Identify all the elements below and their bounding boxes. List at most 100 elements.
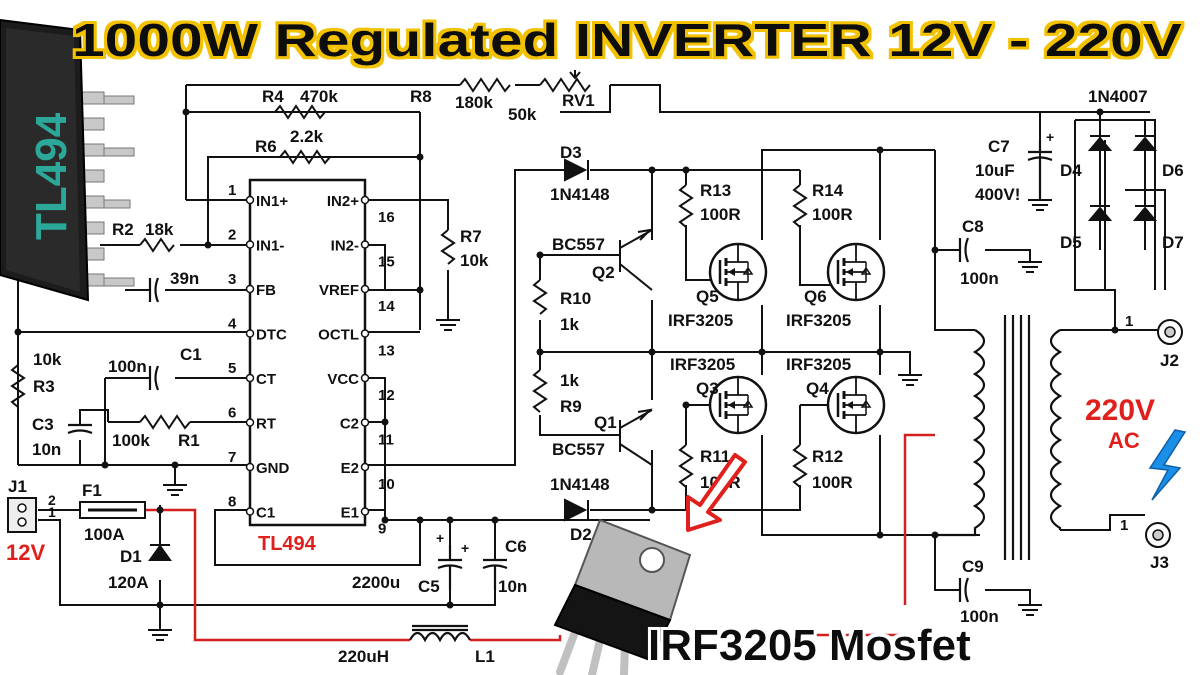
ic-pin-name: IN1- xyxy=(256,238,284,255)
r14-ref: R14 xyxy=(812,181,844,200)
r3-ref: R3 xyxy=(33,377,55,396)
ic-pin-number: 12 xyxy=(378,387,395,404)
d2-ref: D2 xyxy=(570,525,592,544)
q5-ref: Q5 xyxy=(696,287,719,306)
ground-icon xyxy=(898,374,922,386)
ic-pin-dot xyxy=(245,240,255,249)
ic-pin-dot xyxy=(245,195,255,205)
ic-pin-dot xyxy=(360,373,370,383)
resistor-r3 xyxy=(10,364,26,408)
ground-symbols xyxy=(148,199,1052,641)
ic-pin-5: 5CT xyxy=(228,360,276,388)
capacitors xyxy=(67,140,1053,603)
ground-icon xyxy=(436,319,460,331)
diode-d6 xyxy=(1132,135,1158,151)
q3-value: IRF3205 xyxy=(670,355,735,374)
ic-chip-photo-icon: TL494 xyxy=(0,18,135,302)
capacitor-c7 xyxy=(1027,140,1053,200)
j3-pin: 1 xyxy=(1120,517,1128,534)
q1-ref: Q1 xyxy=(594,413,617,432)
resistor-r14 xyxy=(792,184,808,228)
ic-pin-name: FB xyxy=(256,282,276,299)
connector-j1 xyxy=(7,497,37,533)
ic-pin-name: IN2- xyxy=(331,238,359,255)
l1-ref: L1 xyxy=(475,647,495,666)
output-voltage-label: 220V xyxy=(1085,394,1155,427)
ic-pin-number: 7 xyxy=(228,449,236,466)
mosfet-q4 xyxy=(826,375,886,435)
resistor-r1 xyxy=(139,414,191,430)
ic-pin-name: C1 xyxy=(256,505,275,522)
transformer xyxy=(935,315,1063,560)
ic-pin-number: 2 xyxy=(228,227,236,244)
c7-rating: 400V! xyxy=(975,185,1020,204)
transistor-q1 xyxy=(619,408,653,466)
ground-icon xyxy=(163,484,187,496)
diode-d5 xyxy=(1087,205,1113,221)
c9-ref: C9 xyxy=(962,557,984,576)
r13-value: 100R xyxy=(700,205,741,224)
ic-pin-3: 3FB xyxy=(228,271,276,299)
ic-pin-name: CT xyxy=(256,371,276,388)
ic-pin-number: 5 xyxy=(228,360,236,377)
resistor-r9 xyxy=(532,369,548,413)
d7-ref: D7 xyxy=(1162,233,1184,252)
component-labels: R4 470k R8 180k 50k RV1 2.2k R6 R2 18k 3… xyxy=(6,87,1184,666)
c7-value: 10uF xyxy=(975,161,1015,180)
resistor-r4 xyxy=(274,104,326,120)
resistor-r11 xyxy=(678,444,694,488)
mosfet-q6 xyxy=(826,242,886,302)
resistors xyxy=(10,70,808,488)
c7-ref: C7 xyxy=(988,137,1010,156)
ground-icon xyxy=(1028,199,1052,211)
ic-pin-14: 14 VREF xyxy=(319,282,395,315)
connector-j3 xyxy=(1145,522,1171,548)
ic-pin-number: 14 xyxy=(378,298,395,315)
r4-ref: R4 xyxy=(262,87,284,106)
d3-value: 1N4148 xyxy=(550,185,610,204)
j1-pin2: 2 xyxy=(48,492,56,508)
c1-value: 100n xyxy=(108,357,147,376)
r6-ref: R6 xyxy=(255,137,277,156)
diode-d7 xyxy=(1132,205,1158,221)
ic-pin-name: RT xyxy=(256,416,276,433)
c5-value: 2200u xyxy=(352,573,400,592)
d1-value: 120A xyxy=(108,573,149,592)
ic-pin-6: 6RT xyxy=(228,405,276,433)
ic-pin-dot xyxy=(245,329,255,338)
r2-ref: R2 xyxy=(112,220,134,239)
mosfet-package-icon xyxy=(553,518,692,675)
r9-value: 1k xyxy=(560,371,579,390)
ic-pin-name: C2 xyxy=(340,416,359,433)
diode-d2 xyxy=(564,498,589,522)
ic-pin-dot xyxy=(360,284,370,294)
ic-pin-dot xyxy=(360,507,370,516)
ic-pin-name: VREF xyxy=(319,282,359,299)
ic-pin-number: 4 xyxy=(228,316,237,333)
fuse-f1 xyxy=(79,501,146,519)
power-wires xyxy=(145,433,935,642)
svg-text:+: + xyxy=(1046,129,1054,145)
q2-value: BC557 xyxy=(552,235,605,254)
c6-ref: C6 xyxy=(505,537,527,556)
mosfet-banner: IRF3205 Mosfet xyxy=(648,621,971,670)
ic-pin-name: OCTL xyxy=(318,327,359,344)
q5-value: IRF3205 xyxy=(668,311,733,330)
ic-pin-number: 1 xyxy=(228,182,236,199)
ic-pin-dot xyxy=(245,418,255,427)
transformer-core xyxy=(1003,315,1031,560)
r10-value: 1k xyxy=(560,315,579,334)
page-title: 1000W Regulated INVERTER 12V - 220V xyxy=(72,14,1182,66)
capacitor-c3 xyxy=(67,423,93,435)
c1-ref: C1 xyxy=(180,345,202,364)
ic-pin-8: 8C1 xyxy=(228,494,275,522)
ic-pin-name: IN1+ xyxy=(256,193,288,210)
diode-d1 xyxy=(148,544,172,561)
